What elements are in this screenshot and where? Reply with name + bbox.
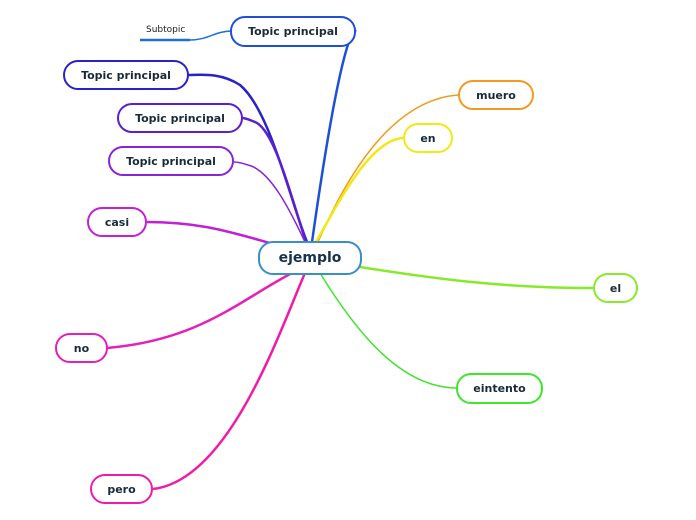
connector-muero: [317, 94, 459, 243]
node-eintento[interactable]: eintento: [456, 373, 543, 404]
connector-casi: [146, 220, 271, 245]
node-central[interactable]: ejemplo: [258, 241, 362, 275]
connector-subtopic: [140, 30, 233, 41]
node-pero[interactable]: pero: [90, 474, 153, 504]
connector-eintento: [319, 272, 458, 389]
connector-pero: [152, 272, 307, 491]
connector-no: [106, 271, 293, 350]
connector-en: [314, 136, 404, 243]
subtopic-label[interactable]: Subtopic: [146, 25, 186, 35]
node-el[interactable]: el: [593, 273, 638, 303]
node-muero[interactable]: muero: [458, 80, 534, 110]
node-casi[interactable]: casi: [87, 207, 147, 237]
node-topic-3[interactable]: Topic principal: [117, 103, 243, 133]
connector-topic-4: [233, 161, 306, 243]
node-topic-2[interactable]: Topic principal: [63, 60, 189, 90]
node-topic-top[interactable]: Topic principal: [230, 16, 356, 47]
node-no[interactable]: no: [55, 333, 108, 363]
node-topic-4[interactable]: Topic principal: [108, 146, 234, 176]
node-en[interactable]: en: [403, 123, 453, 153]
connector-topic-3: [241, 116, 308, 243]
connector-el: [359, 265, 594, 290]
